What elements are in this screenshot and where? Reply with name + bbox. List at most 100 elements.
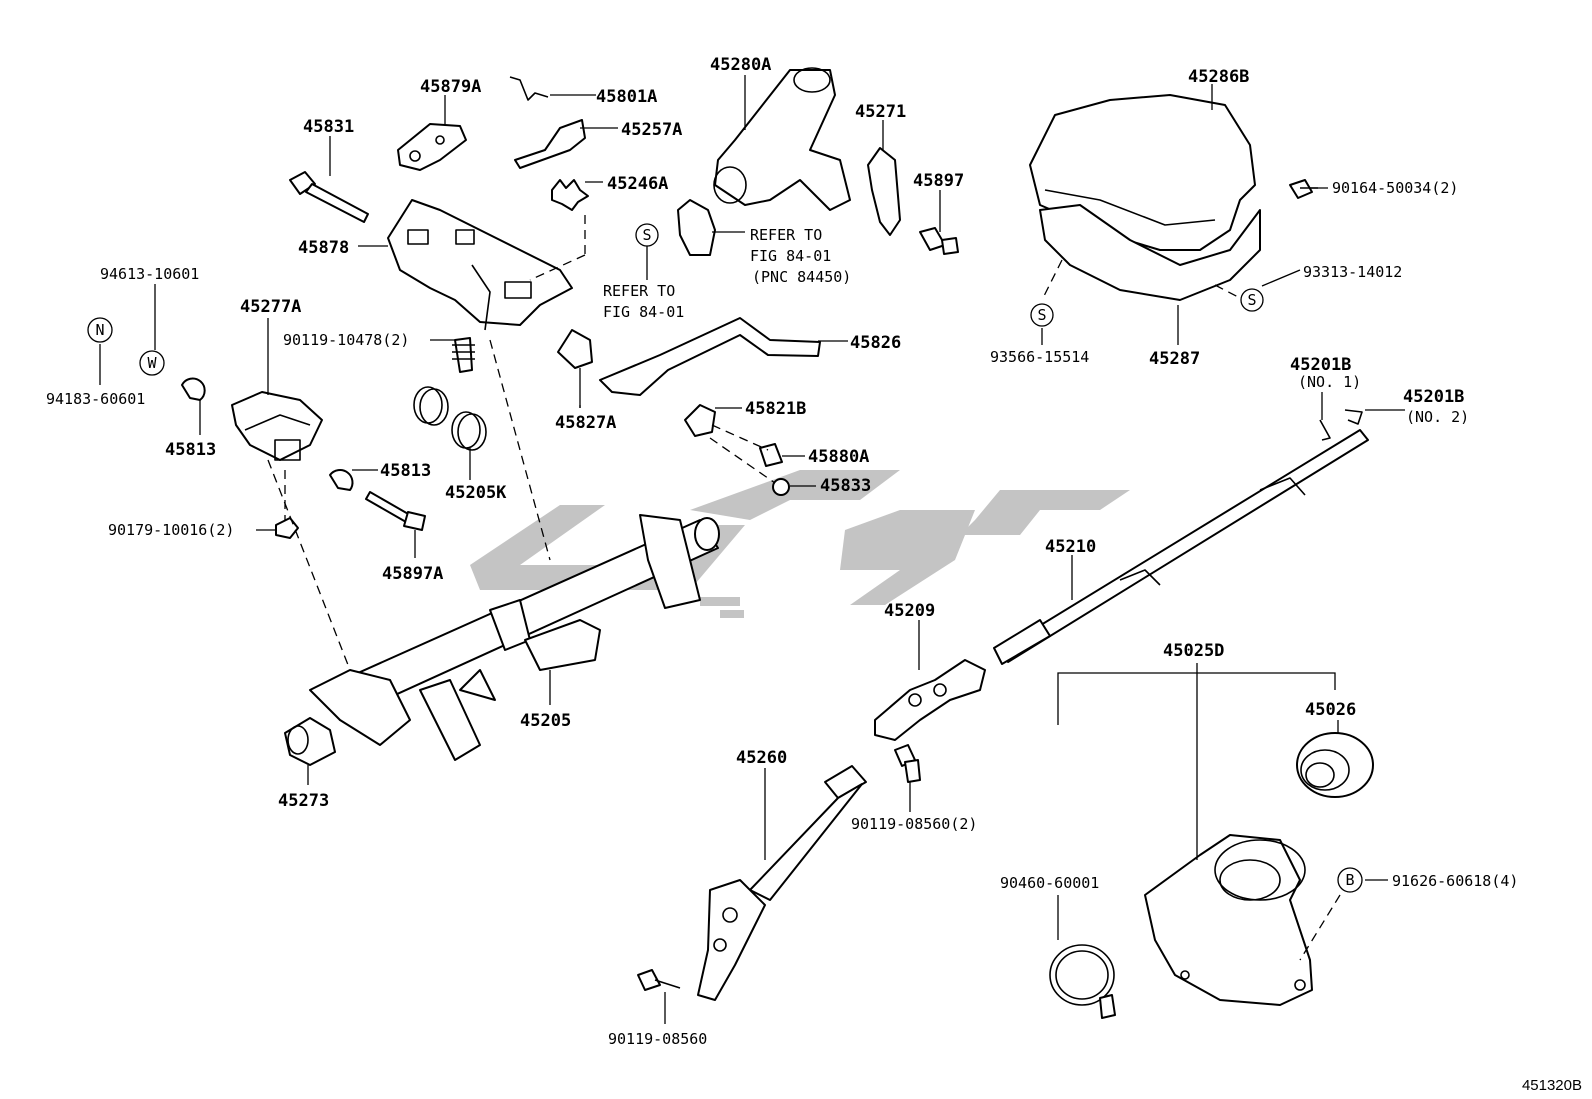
- label-45880A: 45880A: [808, 447, 869, 467]
- part-45257A-plate: [514, 119, 586, 169]
- label-90164-50034: 90164-50034(2): [1332, 179, 1458, 197]
- part-90179-nut: [275, 517, 299, 539]
- label-45287: 45287: [1149, 349, 1200, 369]
- part-45205K-springs: [413, 386, 487, 451]
- label-45821B: 45821B: [745, 399, 806, 419]
- label-45286B: 45286B: [1188, 67, 1249, 87]
- leader-lines: [99, 75, 1405, 1024]
- label-90460-60001: 90460-60001: [1000, 874, 1099, 892]
- symbol-s-circle-93313: S: [1240, 288, 1264, 312]
- figure-code: 451320B: [1522, 1077, 1582, 1094]
- label-45025D: 45025D: [1163, 641, 1224, 661]
- label-45026: 45026: [1305, 700, 1356, 720]
- label-45201B-no1: 45201B: [1290, 355, 1351, 375]
- part-45897A-bolt: [365, 491, 426, 531]
- symbol-w-circle: W: [139, 350, 165, 376]
- part-45897-screw: [919, 227, 959, 255]
- note-refer-left-2: FIG 84-01: [603, 303, 684, 321]
- part-45210-main-shaft: [993, 429, 1369, 665]
- label-45205: 45205: [520, 711, 571, 731]
- part-45273-bushing: [284, 717, 336, 766]
- label-45273: 45273: [278, 791, 329, 811]
- part-45260-lower-shaft: [697, 765, 867, 1001]
- part-45813-clip-a: [181, 377, 206, 401]
- label-45257A: 45257A: [621, 120, 682, 140]
- label-45209: 45209: [884, 601, 935, 621]
- part-90119-08560-bolt-pair: [894, 744, 921, 783]
- label-90119-08560: 90119-08560: [608, 1030, 707, 1048]
- symbol-s-circle-93566: S: [1030, 303, 1054, 327]
- part-45878-lock-bracket: [387, 199, 573, 331]
- symbol-n: N: [95, 321, 104, 339]
- symbol-n-circle: N: [87, 317, 113, 343]
- label-45801A: 45801A: [596, 87, 657, 107]
- symbol-s-b: S: [1037, 306, 1046, 324]
- part-45209-universal-joint: [874, 659, 986, 741]
- label-45205K: 45205K: [445, 483, 507, 503]
- part-lock-cylinder-ref: [677, 199, 716, 256]
- label-45878: 45878: [298, 238, 349, 258]
- part-45827A-clip: [557, 329, 593, 369]
- part-45201B-no1-clip: [1319, 419, 1331, 441]
- part-45831-bolt: [289, 171, 369, 223]
- label-45246A: 45246A: [607, 174, 668, 194]
- label-45831: 45831: [303, 117, 354, 137]
- part-45833-nut: [772, 478, 790, 496]
- label-45827A: 45827A: [555, 413, 616, 433]
- label-90119-08560-2: 90119-08560(2): [851, 815, 977, 833]
- part-45025D-boot-plate: [1144, 834, 1313, 1006]
- part-45246A-gear: [551, 179, 589, 211]
- symbol-b-circle: B: [1337, 867, 1363, 893]
- symbol-s-a: S: [642, 226, 651, 244]
- label-45280A: 45280A: [710, 55, 771, 75]
- symbol-s-c: S: [1247, 291, 1256, 309]
- part-90460-clamp: [1049, 944, 1116, 1019]
- label-94613-10601: 94613-10601: [100, 265, 199, 283]
- label-94183-60601: 94183-60601: [46, 390, 145, 408]
- label-45271: 45271: [855, 102, 906, 122]
- symbol-b: B: [1345, 871, 1354, 889]
- part-45280A-housing: [713, 67, 851, 211]
- label-45833: 45833: [820, 476, 871, 496]
- label-91626-60618: 91626-60618(4): [1392, 872, 1518, 890]
- symbol-w: W: [147, 354, 157, 372]
- part-45821B-clip: [684, 404, 716, 437]
- label-93313-14012: 93313-14012: [1303, 263, 1402, 281]
- label-90119-10478: 90119-10478(2): [283, 331, 409, 349]
- note-refer-right-1: REFER TO: [750, 226, 822, 244]
- label-90179-10016: 90179-10016(2): [108, 521, 234, 539]
- note-refer-right-3: (PNC 84450): [752, 268, 851, 286]
- part-45277A-lever: [231, 391, 323, 461]
- part-45287-lower-cover: [1039, 204, 1261, 301]
- part-45801A-clip: [509, 76, 549, 101]
- symbol-s-circle-fig: S: [635, 223, 659, 247]
- part-90119-10478-bolt: [452, 337, 475, 373]
- part-steering-column-tube: [309, 514, 720, 761]
- label-45813-b: 45813: [380, 461, 431, 481]
- note-no1: (NO. 1): [1298, 373, 1361, 391]
- label-45260: 45260: [736, 748, 787, 768]
- part-45201B-no2-clip: [1344, 409, 1363, 425]
- part-45813-clip-b: [329, 469, 354, 491]
- part-90164-screw: [1289, 179, 1318, 199]
- dashed-assembly-lines: [267, 215, 1341, 961]
- part-45271-plate: [867, 147, 901, 236]
- part-45880A-screw: [759, 443, 783, 467]
- label-45897: 45897: [913, 171, 964, 191]
- label-45210: 45210: [1045, 537, 1096, 557]
- label-45277A: 45277A: [240, 297, 301, 317]
- label-45201B-no2: 45201B: [1403, 387, 1464, 407]
- part-labels: 45879A 45801A 45280A 45286B 45831 45257A…: [46, 55, 1518, 1048]
- note-no2: (NO. 2): [1406, 408, 1469, 426]
- label-93566-15514: 93566-15514: [990, 348, 1089, 366]
- label-45826: 45826: [850, 333, 901, 353]
- part-45826-rod: [599, 317, 821, 396]
- label-45879A: 45879A: [420, 77, 481, 97]
- note-refer-right-2: FIG 84-01: [750, 247, 831, 265]
- label-45897A: 45897A: [382, 564, 443, 584]
- part-45879A-bracket: [397, 123, 467, 171]
- part-90119-08560-bolt: [637, 969, 681, 991]
- label-45813-a: 45813: [165, 440, 216, 460]
- note-refer-left-1: REFER TO: [603, 282, 675, 300]
